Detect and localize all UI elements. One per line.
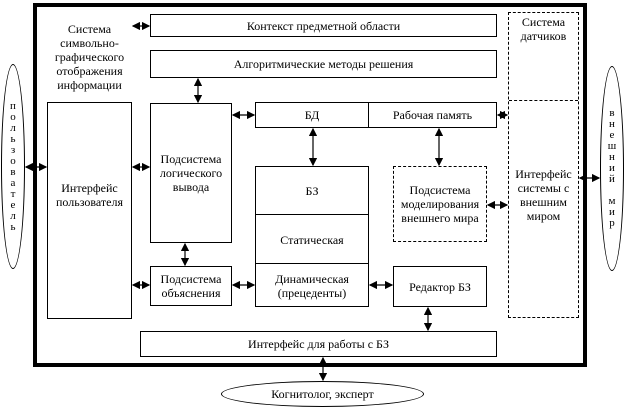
kb-label: БЗ <box>256 167 368 215</box>
working-memory-block: Рабочая память <box>368 102 497 128</box>
algorithmic-methods-block: Алгоритмические методы решения <box>150 50 497 78</box>
kb-interface-block: Интерфейс для работы с БЗ <box>140 331 497 357</box>
external-interface-block: Интерфейс системы с внешним миром <box>509 160 578 230</box>
kb-static-block: Статическая <box>256 216 368 264</box>
kb-dynamic-block: Динамическая (прецеденты) <box>256 265 368 306</box>
knowledge-engineer-actor: Когнитолог, эксперт <box>221 381 424 407</box>
sensor-system-block: Система датчиков <box>509 13 578 101</box>
world-modeling-block: Подсистема моделирования внешнего мира <box>393 166 487 242</box>
database-block: БД <box>255 102 369 128</box>
logical-inference-block: Подсистема логического вывода <box>150 103 232 243</box>
symbolic-display-block: Система символьно- графического отображе… <box>47 12 132 103</box>
explanation-block: Подсистема объяснения <box>150 266 232 306</box>
system-boundary <box>33 3 587 367</box>
domain-context-block: Контекст предметной области <box>150 14 497 37</box>
user-interface-block: Интерфейс пользователя <box>48 170 131 220</box>
kb-editor-block: Редактор БЗ <box>393 266 487 307</box>
